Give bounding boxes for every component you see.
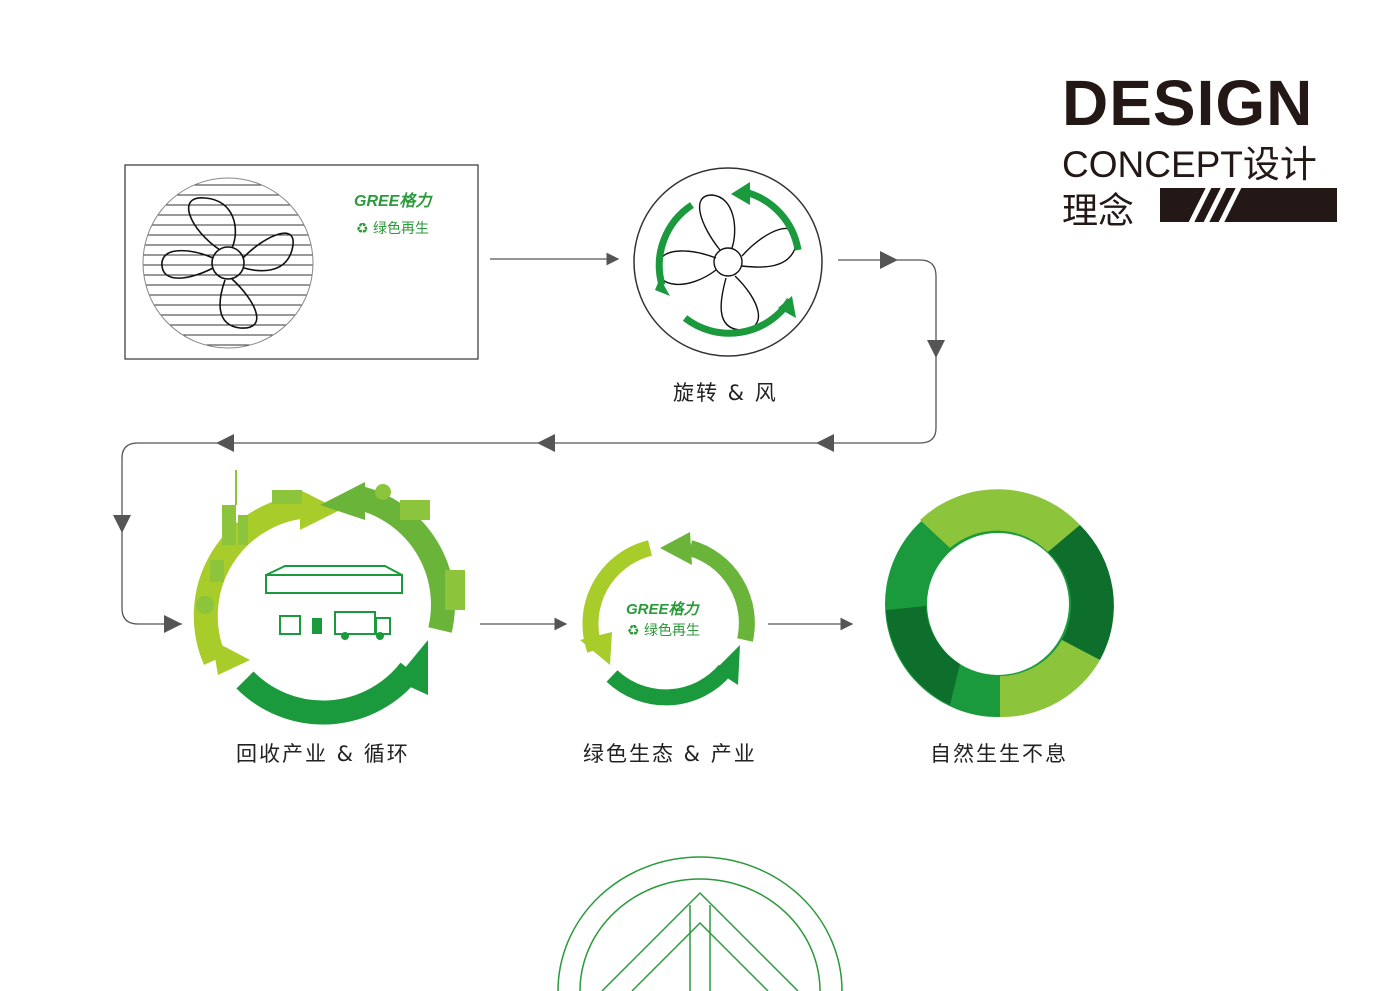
title-design: DESIGN (1062, 67, 1314, 139)
recycle-icon: ♻ (627, 623, 640, 639)
title-stripe-bar (1160, 183, 1337, 227)
recycle-industry-illustration (193, 470, 465, 725)
eco-recycle-logo (580, 532, 755, 706)
fan-blades-icon (161, 197, 294, 329)
caption-green-ecology: 绿色生态 & 产业 (583, 742, 757, 766)
eco-slogan-text: 绿色再生 (644, 623, 701, 639)
recycle-icon: ♻ (356, 221, 369, 237)
nature-ring-logo (885, 489, 1114, 718)
caption-nature: 自然生生不息 (930, 742, 1068, 766)
flow-arrows (121, 252, 937, 631)
unit-slogan: ♻ 绿色再生 (356, 218, 429, 238)
eco-brand-logo: GREE格力 (626, 601, 699, 618)
rotating-fan-illustration (633, 167, 823, 357)
caption-rotation-wind: 旋转 & 风 (673, 381, 778, 405)
unit-brand-logo: GREE格力 (354, 193, 432, 210)
title-concept: CONCEPT设计 (1062, 144, 1317, 185)
eco-slogan: ♻ 绿色再生 (627, 620, 700, 640)
unit-slogan-text: 绿色再生 (373, 221, 430, 237)
title-idea: 理念 (1062, 191, 1135, 232)
arch-logo-outline (557, 856, 843, 991)
caption-recycle-industry: 回收产业 & 循环 (236, 742, 410, 766)
